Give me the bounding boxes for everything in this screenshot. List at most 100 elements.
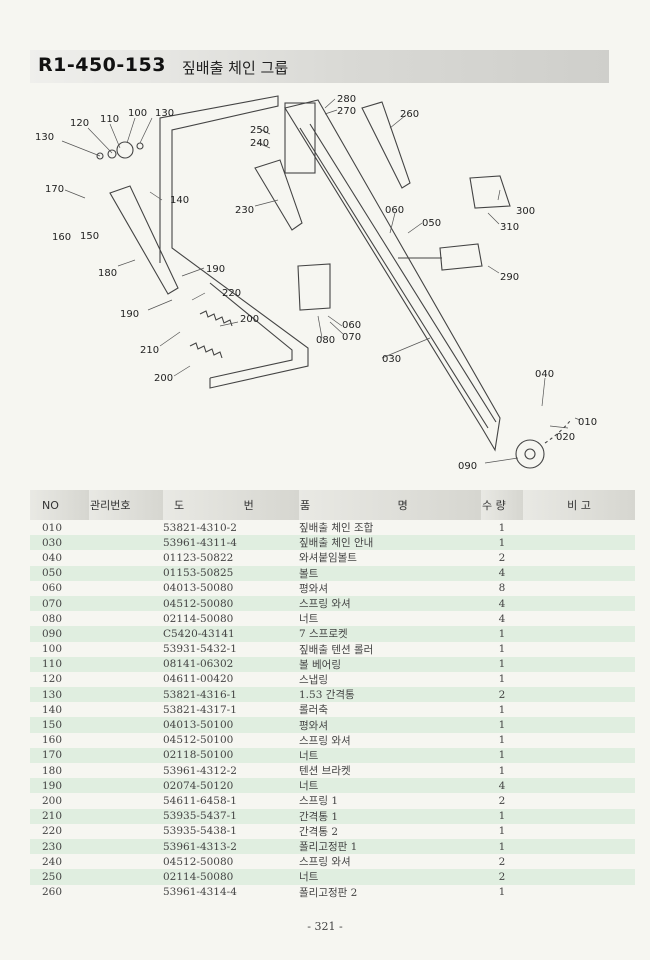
cell-quantity: 2 — [481, 687, 523, 703]
cell-remarks — [523, 778, 635, 794]
callout-210: 210 — [140, 345, 159, 356]
cell-quantity: 8 — [498, 582, 506, 595]
cell-mgmt-no — [89, 672, 163, 687]
cell-quantity: 1 — [498, 764, 506, 777]
callout-190-right: 190 — [206, 264, 225, 275]
callout-020: 020 — [556, 432, 575, 443]
cell-drawing-no: 53821-4316-1 — [163, 687, 299, 703]
cell-remarks — [523, 626, 635, 642]
cell-remarks — [523, 824, 635, 839]
callout-300: 300 — [516, 206, 535, 217]
cell-mgmt-no — [89, 611, 163, 626]
cell-no: 120 — [42, 673, 63, 686]
cell-mgmt-no — [89, 656, 163, 672]
section-title-bar: R1-450-153 짚배출 체인 그룹 — [30, 50, 609, 83]
cell-mgmt-no — [89, 717, 163, 733]
cell-drawing-no: 04512-50080 — [163, 855, 234, 868]
cell-remarks — [523, 793, 635, 808]
cell-mgmt-no — [89, 763, 163, 778]
callout-120: 120 — [70, 118, 89, 129]
cell-part-name: 짚배출 체인 조합 — [299, 522, 374, 535]
cell-remarks — [523, 687, 635, 703]
cell-part-name: 스냅링 — [299, 673, 328, 686]
cell-mgmt-no — [89, 535, 163, 551]
cell-no: 130 — [30, 687, 89, 703]
cell-drawing-no: 04512-50080 — [163, 595, 299, 612]
cell-quantity: 1 — [498, 703, 506, 716]
cell-mgmt-no — [89, 778, 163, 794]
cell-mgmt-no — [89, 838, 163, 855]
cell-drawing-no: 53821-4317-1 — [163, 703, 237, 716]
cell-drawing-no: 54611-6458-1 — [163, 794, 237, 807]
cell-quantity: 4 — [498, 612, 506, 625]
cell-quantity: 2 — [481, 869, 523, 885]
cell-part-name: 스프링 1 — [299, 795, 338, 808]
cell-no: 240 — [42, 855, 63, 868]
cell-no: 040 — [42, 551, 63, 564]
callout-060-bottom: 060 — [342, 320, 361, 331]
callout-030: 030 — [382, 354, 401, 365]
callout-280: 280 — [337, 94, 356, 105]
col-header-no: NO — [30, 490, 89, 520]
cell-remarks — [523, 656, 635, 672]
cell-part-name: 너트 — [299, 613, 319, 626]
cell-remarks — [523, 733, 635, 748]
cell-no: 230 — [30, 838, 89, 855]
cell-part-name: 스프링 와셔 — [299, 856, 351, 869]
cell-drawing-no: 53821-4310-2 — [163, 521, 237, 534]
cell-part-name: 볼 베어링 — [299, 656, 481, 672]
cell-quantity: 4 — [481, 778, 523, 794]
cell-no: 220 — [42, 825, 63, 838]
col-header-drawing-no: 도 번 — [163, 490, 299, 520]
cell-mgmt-no — [89, 793, 163, 808]
cell-drawing-no: 04013-50080 — [163, 582, 234, 595]
cell-drawing-no: 53961-4311-4 — [163, 535, 299, 551]
callout-230: 230 — [235, 205, 254, 216]
col-header-name-a: 품 — [300, 499, 311, 512]
callout-110: 110 — [100, 114, 119, 125]
cell-quantity: 1 — [498, 886, 506, 899]
cell-mgmt-no — [89, 550, 163, 565]
cell-no: 190 — [30, 778, 89, 794]
cell-drawing-no: 02118-50100 — [163, 747, 299, 763]
callout-250: 250 — [250, 125, 269, 136]
cell-remarks — [523, 747, 635, 763]
cell-no: 140 — [42, 703, 63, 716]
cell-part-name: 짚배출 텐션 롤러 — [299, 643, 374, 656]
cell-no: 180 — [42, 764, 63, 777]
cell-drawing-no: 02074-50120 — [163, 778, 299, 794]
cell-remarks — [523, 581, 635, 596]
cell-quantity: 1 — [498, 825, 506, 838]
cell-drawing-no: 04013-50100 — [163, 717, 299, 733]
cell-remarks — [523, 595, 635, 612]
cell-mgmt-no — [89, 595, 163, 612]
callout-220: 220 — [222, 288, 241, 299]
cell-mgmt-no — [89, 885, 163, 900]
cell-quantity: 1 — [481, 535, 523, 551]
cell-part-name: 텐션 브라켓 — [299, 765, 351, 778]
cell-mgmt-no — [89, 747, 163, 763]
cell-quantity: 1 — [481, 656, 523, 672]
cell-part-name: 평와셔 — [299, 717, 481, 733]
callout-160: 160 — [52, 232, 71, 243]
col-header-remarks: 비 고 — [523, 490, 635, 520]
cell-remarks — [523, 702, 635, 717]
cell-remarks — [523, 611, 635, 626]
group-code: R1-450-153 — [38, 54, 166, 76]
col-header-quantity: 수 량 — [481, 490, 523, 520]
callout-180: 180 — [98, 268, 117, 279]
cell-no: 200 — [42, 794, 63, 807]
cell-mgmt-no — [89, 854, 163, 869]
cell-drawing-no: 04512-50100 — [163, 734, 234, 747]
frame-outline — [159, 95, 309, 389]
cell-quantity: 1 — [481, 838, 523, 855]
